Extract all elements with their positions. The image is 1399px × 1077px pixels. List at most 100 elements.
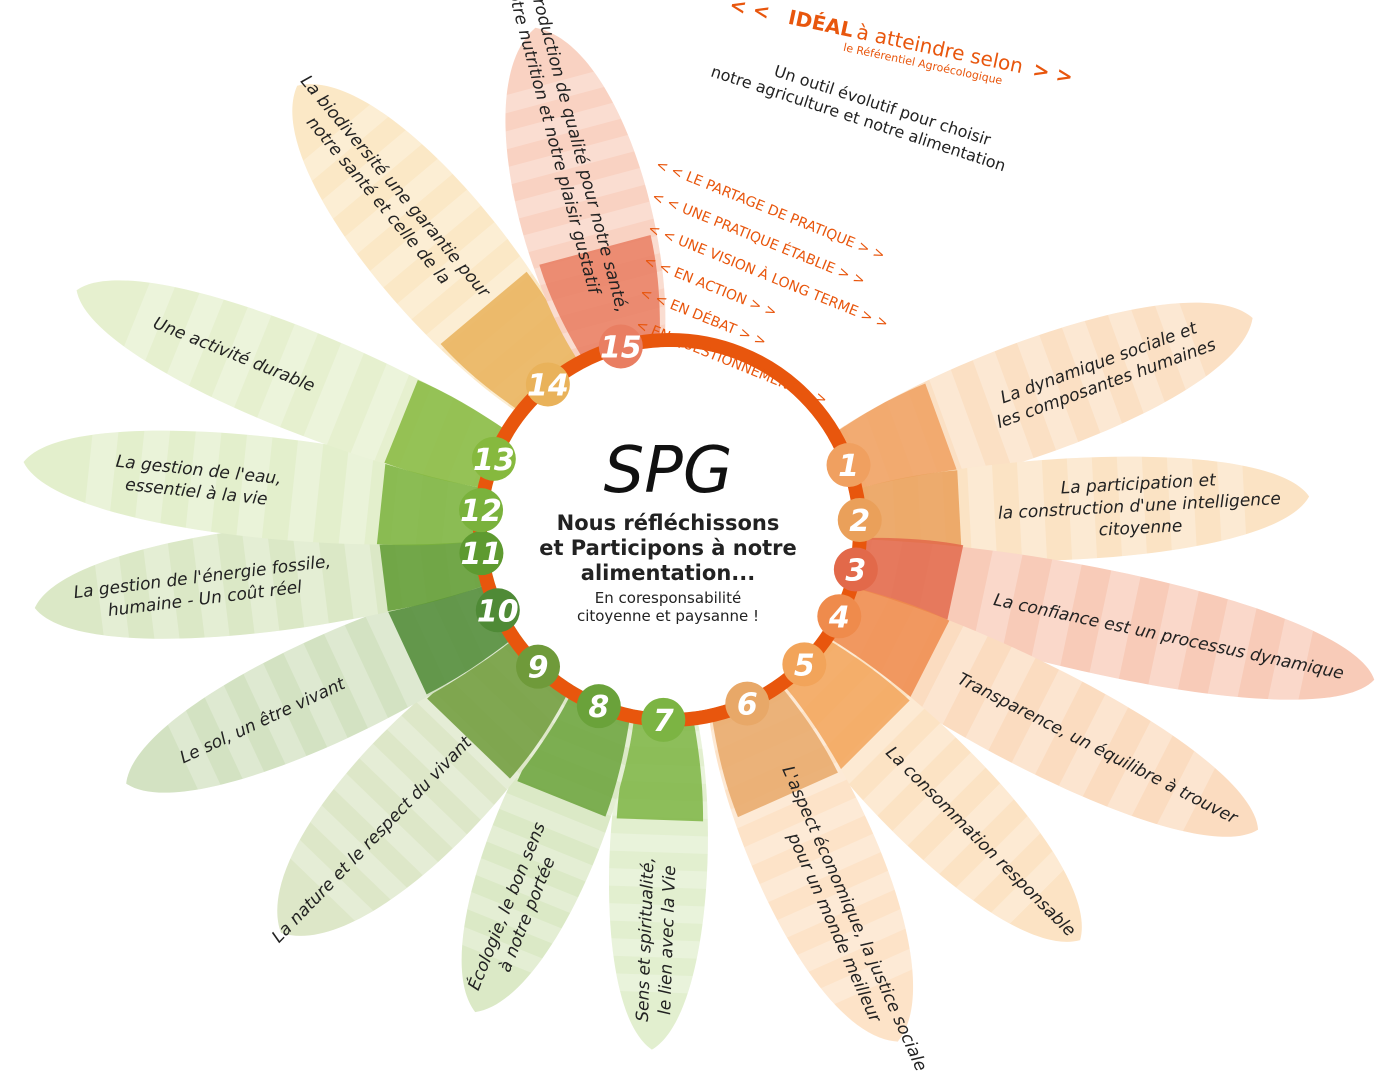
petal-stripe — [474, 820, 604, 887]
petal-number: 6 — [737, 688, 758, 723]
petal-stripe — [113, 257, 184, 382]
petal-11: La gestion de l'énergie fossile,humaine … — [34, 496, 524, 660]
petal-stripe — [320, 762, 450, 888]
petal-stripe — [923, 355, 994, 495]
petal-stripe — [779, 901, 927, 982]
petal-number-badge — [837, 498, 882, 543]
petal-stripe — [1116, 445, 1148, 569]
ideal-close: > > — [1031, 57, 1076, 89]
petal-stripe — [795, 937, 943, 1018]
petal-stripe — [487, 788, 617, 854]
petal-stripe — [973, 833, 1085, 945]
petal-stripe — [376, 704, 506, 831]
center-disc — [487, 347, 853, 713]
petal-stripe — [1166, 445, 1198, 566]
petal-stripe — [240, 515, 281, 646]
petal-number: 3 — [845, 554, 866, 589]
petal-stripe — [206, 294, 276, 419]
petal-number-badge — [725, 681, 770, 726]
petal-stripe — [1066, 445, 1098, 571]
petal-stripe — [730, 791, 878, 872]
petal-number: 4 — [828, 600, 850, 635]
petal-stripe — [1016, 448, 1048, 573]
petal-stripe — [252, 313, 323, 438]
petal-number: 2 — [849, 504, 870, 539]
petal-stripe — [1087, 558, 1144, 691]
petal-number: 1 — [838, 449, 859, 484]
petal-stripe — [602, 972, 714, 995]
center-title: SPG — [604, 434, 733, 508]
petal-stripe — [359, 594, 435, 721]
petal-number-badge — [525, 362, 570, 407]
petal-stripe — [1053, 682, 1135, 809]
petal-stripe — [82, 411, 121, 534]
petal-stripe — [1057, 306, 1128, 447]
petal-number: 10 — [477, 594, 519, 629]
petal-label-line: citoyenne — [1098, 516, 1183, 540]
petal-stripe — [482, 96, 642, 155]
petal-stripe — [509, 197, 669, 257]
petal-number-badge — [826, 443, 871, 488]
petal-number: 11 — [461, 537, 503, 572]
petal-5: La consommation responsable — [759, 619, 1085, 945]
petal-stripe — [286, 428, 325, 555]
petal-stripe — [1216, 445, 1248, 564]
petal-stripe — [746, 827, 894, 909]
petal-stripe — [602, 867, 714, 890]
petal-stripe — [289, 509, 331, 640]
petal-number-badge — [817, 594, 862, 639]
petal-stripe — [883, 743, 995, 855]
petal-stripe — [461, 852, 591, 919]
petal-stripe — [160, 275, 230, 401]
petal-stripe — [331, 147, 465, 265]
petal-stripe — [1145, 571, 1202, 703]
petal-stripe — [602, 902, 714, 925]
petal-stripe — [1101, 290, 1173, 430]
petal-number: 7 — [653, 704, 674, 739]
center-line-3: alimentation... — [581, 561, 755, 585]
petal-stripe — [491, 130, 651, 189]
petal-label-7: Sens et spiritualité,le lien avec la Vie — [633, 857, 680, 1022]
petal-stripe — [1028, 546, 1085, 678]
petal-stripe — [358, 180, 492, 297]
petal-stripe — [943, 803, 1055, 915]
petal-stripe — [348, 733, 478, 859]
petal-stripe — [967, 338, 1039, 479]
petal-stripe — [1012, 322, 1083, 463]
petal-stripe — [91, 533, 132, 660]
petal-number-badge — [459, 488, 504, 533]
petal-stripe — [763, 864, 911, 945]
petal-number-badge — [641, 697, 686, 742]
petal-stripe — [278, 632, 353, 759]
petal-stripe — [184, 417, 223, 544]
petal-number-badge — [516, 644, 561, 689]
petal-stripe — [386, 212, 520, 330]
petal-6: L'aspect économique, la justice socialep… — [681, 656, 943, 1074]
petal-stripe — [292, 790, 422, 917]
petal-stripe — [435, 917, 565, 984]
petal-number-badge — [576, 684, 621, 729]
petal-stripe — [318, 613, 394, 740]
ideal-word: IDÉAL — [786, 5, 856, 42]
petal-stripe — [1099, 706, 1182, 833]
ideal-open: < < — [727, 0, 772, 24]
center-line-5: citoyenne et paysanne ! — [577, 607, 759, 625]
petal-number: 15 — [600, 330, 642, 365]
petal-stripe — [196, 670, 272, 797]
petal-stripe — [602, 937, 714, 960]
petal-number: 5 — [794, 648, 815, 683]
petal-number: 9 — [528, 651, 549, 686]
petal-stripe — [602, 832, 714, 855]
petal-number: 12 — [460, 494, 502, 529]
petal-number-badge — [475, 588, 520, 633]
petal-stripe — [473, 62, 633, 121]
petal-stripe — [1146, 273, 1217, 414]
petal-stripe — [823, 683, 935, 795]
petal-number-badge — [459, 531, 504, 576]
petal-stripe — [413, 245, 547, 362]
petal-stripe — [133, 412, 172, 539]
